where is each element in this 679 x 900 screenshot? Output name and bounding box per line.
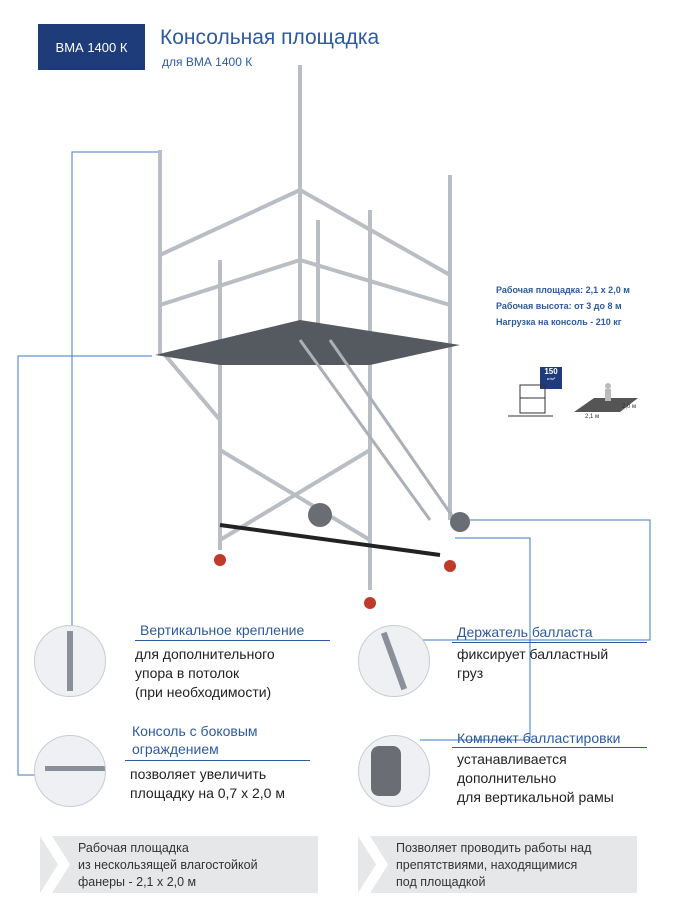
- model-badge: ВМА 1400 К: [38, 24, 145, 70]
- text-line: фиксирует балластный: [457, 646, 609, 662]
- vertical-mount-detail-image: [34, 625, 106, 697]
- text-line: фанеры - 2,1 х 2,0 м: [78, 875, 197, 889]
- spec-load: Нагрузка на консоль - 210 кг: [496, 317, 622, 327]
- ballast-holder-detail-image: [358, 625, 430, 697]
- callout-text-ballast-kit: устанавливается дополнительно для вертикал…: [457, 750, 614, 807]
- load-rating-badge: 150 кг/м²: [540, 367, 562, 389]
- callout-title-console: Консоль с боковым ограждением: [132, 722, 258, 758]
- callout-lines: [17, 151, 651, 776]
- load-unit: кг/м²: [546, 376, 556, 381]
- divider: [125, 760, 310, 761]
- text-line: из нескользящей влагостойкой: [78, 858, 258, 872]
- text-line: упора в потолок: [135, 665, 240, 681]
- text-line: позволяет увеличить: [130, 766, 267, 782]
- chevron-icon: [40, 836, 70, 893]
- text-line: Рабочая площадка: [78, 841, 189, 855]
- callout-title-ballast-kit: Комплект балластировки: [457, 730, 621, 746]
- text-line: ограждением: [132, 741, 219, 757]
- text-line: (при необходимости): [135, 684, 272, 700]
- callout-title-vertical-mount: Вертикальное крепление: [140, 622, 305, 638]
- callout-text-console: позволяет увеличить площадку на 0,7 х 2,0…: [130, 765, 285, 803]
- divider: [452, 642, 647, 643]
- text-line: Консоль с боковым: [132, 723, 258, 739]
- text-line: Позволяет проводить работы над: [396, 841, 592, 855]
- text-line: дополнительно: [457, 770, 557, 786]
- ballast-kit-detail-image: [358, 735, 430, 807]
- chevron-icon: [358, 836, 388, 893]
- callout-text-vertical-mount: для дополнительного упора в потолок (при н…: [135, 645, 275, 702]
- feature-box-plywood: Рабочая площадка из нескользящей влагосто…: [40, 836, 318, 893]
- text-line: устанавливается: [457, 751, 567, 767]
- page-title: Консольная площадка: [160, 26, 380, 49]
- dim-depth: 2,0 м: [622, 404, 637, 410]
- page-subtitle: для ВМА 1400 К: [162, 55, 253, 69]
- text-line: препятствиями, находящимися: [396, 858, 578, 872]
- feature-box-obstacles: Позволяет проводить работы над препятстви…: [358, 836, 637, 893]
- scaffold-mini-icon: [508, 384, 553, 417]
- spec-platform: Рабочая площадка: 2,1 х 2,0 м: [496, 285, 630, 295]
- text-line: груз: [457, 665, 484, 681]
- platform-dimensions-icon: [574, 383, 638, 412]
- spec-height: Рабочая высота: от 3 до 8 м: [496, 301, 622, 311]
- text-line: для дополнительного: [135, 646, 275, 662]
- text-line: для вертикальной рамы: [457, 789, 614, 805]
- callout-text-ballast-holder: фиксирует балластный груз: [457, 645, 608, 683]
- text-line: под площадкой: [396, 875, 486, 889]
- callout-title-ballast-holder: Держатель балласта: [457, 624, 593, 640]
- dim-width: 2,1 м: [585, 414, 600, 420]
- console-detail-image: [34, 735, 106, 807]
- divider: [452, 747, 647, 748]
- divider: [135, 640, 330, 641]
- text-line: площадку на 0,7 х 2,0 м: [130, 785, 285, 801]
- load-value: 150: [544, 367, 558, 376]
